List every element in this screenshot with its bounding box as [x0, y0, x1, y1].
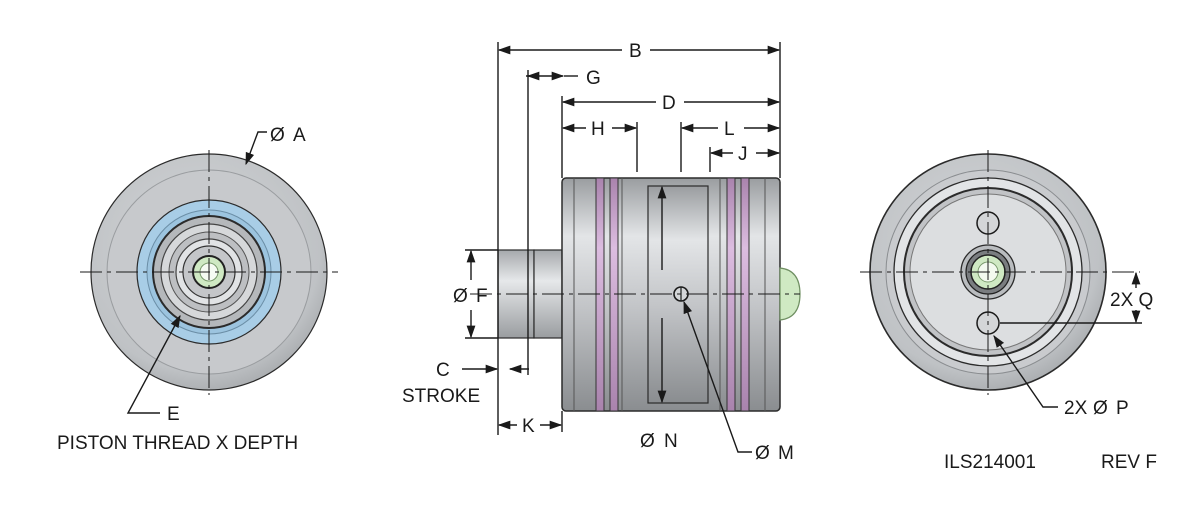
dim-h-label: H — [591, 119, 605, 140]
dim-j-label: J — [738, 144, 748, 165]
dim-k-label: K — [522, 416, 535, 437]
dim-n-label: N — [664, 431, 678, 452]
dim-c-label: C — [436, 360, 450, 381]
dim-f-label: F — [476, 286, 488, 307]
title-block: ILS214001 REV F — [944, 452, 1157, 473]
dim-p-letter: P — [1116, 398, 1129, 419]
revision: REV F — [1101, 452, 1157, 473]
diameter-a-label: A — [293, 125, 306, 146]
dim-l-label: L — [724, 119, 735, 140]
rear-view: 2X Q 2X Ø P — [860, 150, 1153, 419]
side-view: B G D H L J Ø F C STROKE — [402, 41, 801, 464]
dim-c-stroke-label: STROKE — [402, 386, 480, 407]
dim-f-symbol: Ø — [453, 286, 468, 307]
thread-callout-letter: E — [167, 404, 180, 425]
dim-b-label: B — [629, 41, 642, 62]
part-number: ILS214001 — [944, 452, 1036, 473]
thread-callout-text: PISTON THREAD X DEPTH — [57, 433, 298, 454]
dim-g-label: G — [586, 68, 601, 89]
thread-callout-leader — [126, 314, 181, 414]
dim-m-label: M — [778, 443, 794, 464]
dim-m-symbol: Ø — [755, 443, 770, 464]
dim-p-symbol: Ø — [1093, 398, 1108, 419]
dim-q-label: 2X Q — [1110, 290, 1153, 311]
diameter-a-symbol: Ø — [270, 125, 285, 146]
dim-p-leader — [993, 334, 1058, 408]
front-view: Ø A E PISTON THREAD X DEPTH — [57, 125, 338, 454]
dim-p-label: 2X — [1064, 398, 1088, 419]
dim-n-symbol: Ø — [640, 431, 655, 452]
dim-m-leader — [683, 300, 752, 453]
diameter-a-leader — [245, 131, 267, 166]
dim-d-label: D — [662, 93, 676, 114]
